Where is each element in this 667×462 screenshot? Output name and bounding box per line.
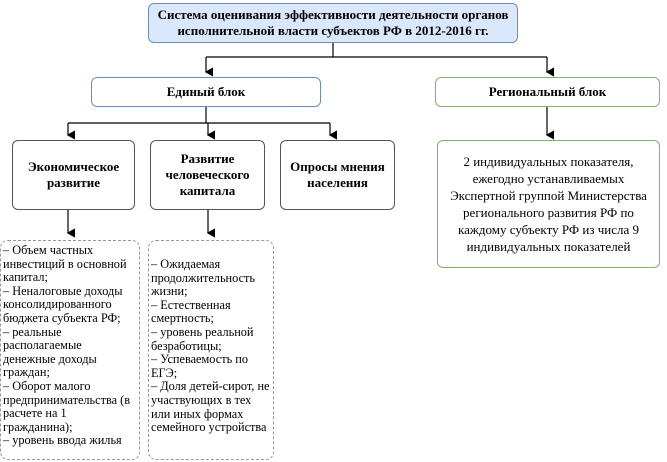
regional-indicators-box: 2 индивидуальных показателя, ежегодно ус… [437,140,660,268]
regional-block-box: Региональный блок [435,77,660,107]
public-opinion-box: Опросы мнения населения [280,140,395,210]
economic-indicators-list: – Объем частных инвестиций в основной ка… [0,240,140,460]
economic-development-box: Экономическое развитие [12,140,135,210]
system-title-box: Система оценивания эффективности деятель… [148,3,518,43]
human-capital-indicators-list: – Ожидаемая продолжительность жизни; – Е… [148,240,274,460]
unified-block-box: Единый блок [91,77,321,107]
human-capital-box: Развитие человеческого капитала [150,140,265,210]
